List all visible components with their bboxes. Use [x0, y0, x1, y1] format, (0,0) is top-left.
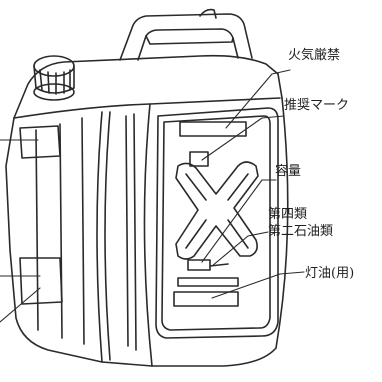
can-top	[13, 54, 283, 119]
x-ribbing	[175, 161, 259, 260]
label-fire-prohibited: 火気厳禁	[288, 48, 341, 63]
label-class-four: 第四類	[268, 207, 308, 222]
label-kerosene-use: 灯油(用)	[305, 266, 355, 281]
label-capacity: 容量	[275, 164, 302, 179]
label-recommended-mark: 推奨マーク	[284, 98, 350, 113]
callout-lines	[0, 69, 305, 323]
carry-handle	[119, 8, 253, 61]
can-body	[5, 97, 289, 367]
side-label-boxes	[19, 125, 63, 305]
cap	[33, 55, 75, 101]
front-label-boxes	[173, 121, 247, 307]
label-class-two-petroleum: 第二石油類	[268, 224, 334, 239]
